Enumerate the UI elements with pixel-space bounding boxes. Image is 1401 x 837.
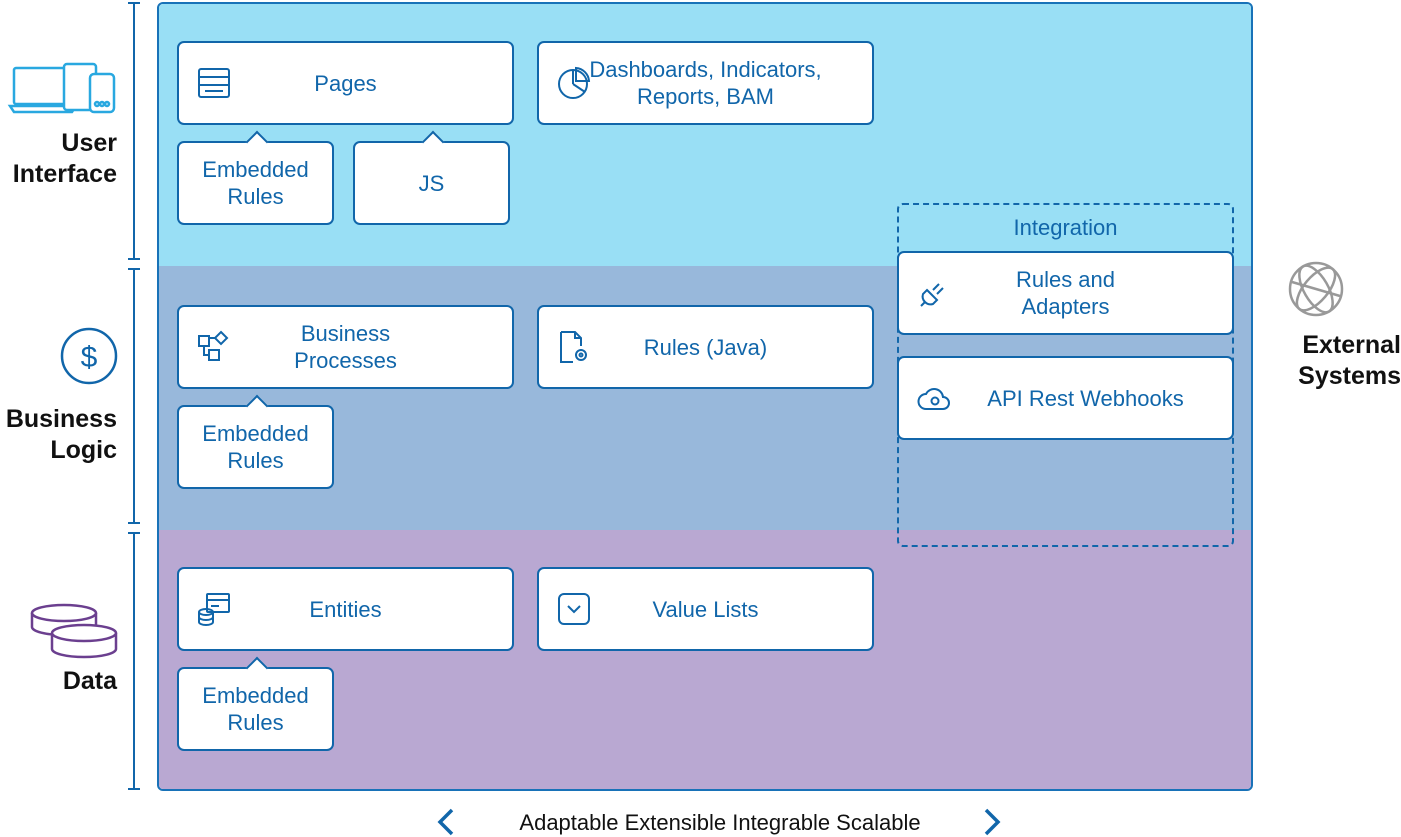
card-pages: Pages [177, 41, 514, 125]
footer-tagline: Adaptable Extensible Integrable Scalable [519, 810, 921, 835]
card-data-embedded-rules-label: Embedded Rules [202, 683, 309, 735]
card-business-embedded-rules-label: Embedded Rules [202, 421, 309, 473]
card-rules-java: Rules (Java) [537, 305, 874, 389]
bracket-data [128, 532, 140, 790]
card-business-embedded-rules: Embedded Rules [177, 394, 334, 489]
card-js-label: JS [418, 170, 445, 196]
card-entities: Entities [177, 567, 514, 651]
process-flow-icon [198, 330, 229, 361]
card-ui-embedded-rules: Embedded Rules [177, 130, 334, 225]
database-icon [30, 603, 118, 659]
card-rules-java-label: Rules (Java) [643, 334, 768, 360]
card-api-rest-label: API Rest Webhooks [987, 385, 1184, 411]
card-business-processes-label: Business Processes [294, 321, 397, 373]
bracket-business [128, 268, 140, 524]
card-dashboards-label: Dashboards, Indicators, Reports, BAM [589, 57, 822, 109]
chevron-right-icon [984, 808, 1001, 836]
card-js: JS [353, 130, 510, 225]
bracket-ui [128, 2, 140, 260]
card-pages-label: Pages [314, 70, 377, 96]
pages-icon [198, 68, 230, 98]
entities-icon [198, 593, 230, 626]
card-data-embedded-rules: Embedded Rules [177, 656, 334, 751]
devices-icon [7, 62, 116, 114]
cloud-gear-icon [917, 388, 950, 410]
card-ui-embedded-rules-label: Embedded Rules [202, 157, 309, 209]
card-value-lists-label: Value Lists [652, 596, 759, 622]
card-dashboards: Dashboards, Indicators, Reports, BAM [537, 41, 874, 125]
chevron-left-icon [437, 808, 454, 836]
dropdown-icon [558, 593, 590, 625]
external-systems-label: External Systems [1298, 331, 1401, 390]
dollar-icon: $ [60, 327, 118, 385]
card-rules-adapters: Rules and Adapters [897, 251, 1234, 335]
card-business-processes: Business Processes [177, 305, 514, 389]
layer-label-user-interface: User Interface [12, 129, 117, 188]
globe-icon [1288, 261, 1344, 317]
card-value-lists: Value Lists [537, 567, 874, 651]
card-rules-adapters-label: Rules and Adapters [1015, 267, 1116, 319]
layer-label-data: Data [62, 667, 117, 695]
layer-label-business-logic: Business Logic [5, 405, 117, 464]
pie-chart-icon [558, 66, 591, 99]
plug-icon [920, 283, 944, 307]
integration-title: Integration [1013, 215, 1118, 240]
card-api-rest: API Rest Webhooks [897, 356, 1234, 440]
document-gear-icon [560, 331, 587, 363]
svg-text:$: $ [81, 341, 98, 374]
card-entities-label: Entities [309, 596, 382, 622]
